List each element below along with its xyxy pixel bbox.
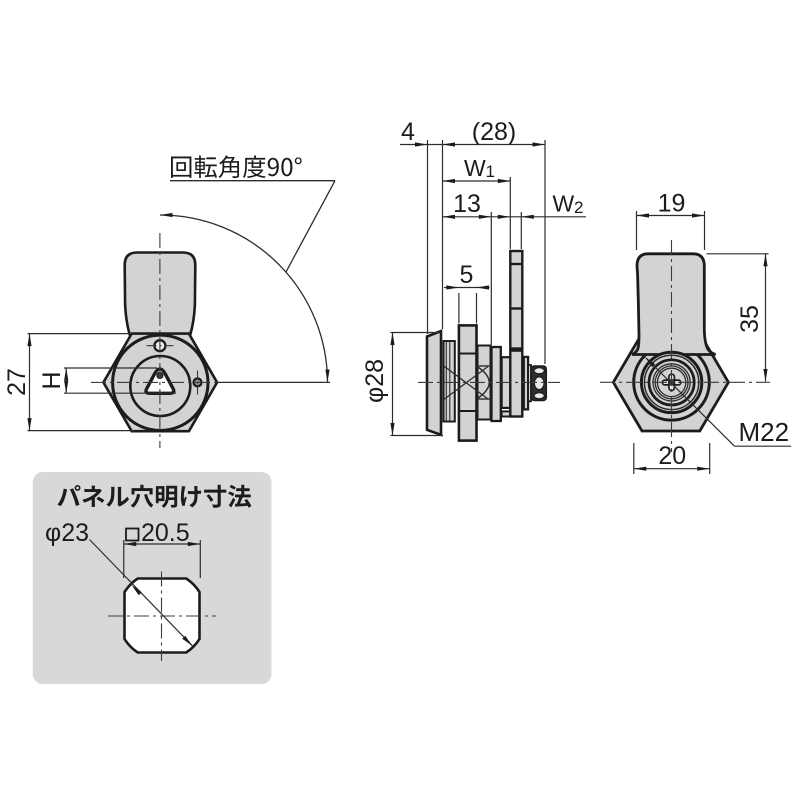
svg-text:20: 20 [658,442,686,470]
svg-text:27: 27 [3,368,31,396]
svg-text:20.5: 20.5 [141,519,190,547]
svg-text:13: 13 [453,190,481,218]
svg-text:H: H [38,371,66,389]
svg-text:M22: M22 [739,417,790,447]
svg-text:4: 4 [401,118,415,146]
svg-text:W: W [553,191,575,217]
svg-text:φ28: φ28 [361,359,389,403]
svg-text:W: W [464,155,486,181]
svg-text:35: 35 [736,305,764,333]
svg-text:19: 19 [658,190,686,218]
svg-text:(28): (28) [472,118,516,146]
svg-text:2: 2 [574,198,583,217]
svg-text:φ23: φ23 [45,519,89,547]
svg-text:5: 5 [460,261,474,289]
svg-text:1: 1 [486,162,495,181]
